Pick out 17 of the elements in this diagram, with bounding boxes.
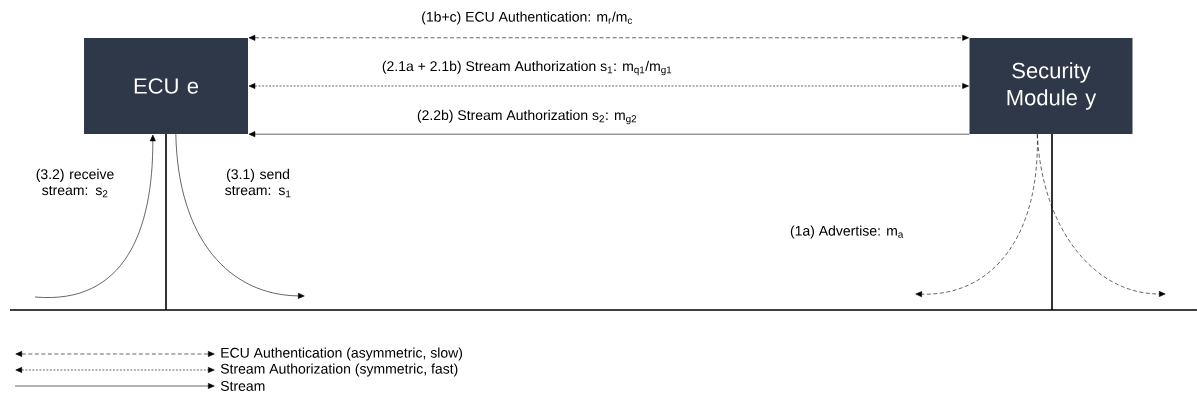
- arrow: [34, 134, 156, 298]
- legend-text: Stream: [220, 381, 265, 391]
- arrow: [248, 131, 970, 138]
- arrow: [175, 133, 305, 299]
- arrow: [1037, 133, 1166, 297]
- module-box: Security Module y: [969, 38, 1133, 134]
- edge-label: (1a) Advertise: m$_{a}$: [790, 225, 904, 239]
- arrow: [248, 34, 969, 41]
- edge-label: (2.2b) Stream Authorization s$_{2}$: m$_{g2}$: [417, 109, 637, 125]
- edge-label: (2.1a + 2.1b) Stream Authorization s$_{1}$: m$_{q1}$/m$_{g1}$: [382, 60, 672, 76]
- edge-label: (3.1) send stream: s$_{1}$: [225, 168, 291, 198]
- module-box: ECU e: [84, 38, 248, 134]
- legend-text: ECU Authentication (asymmetric, slow): [221, 347, 463, 361]
- arrow: [248, 83, 969, 89]
- legend-text: Stream Authorization (symmetric, fast): [220, 363, 458, 377]
- edge-label: (1b+c) ECU Authentication: m$_{r}$/m$_{c}$: [422, 11, 633, 25]
- edge-label: (3.2) receive stream: s$_{2}$: [36, 168, 114, 198]
